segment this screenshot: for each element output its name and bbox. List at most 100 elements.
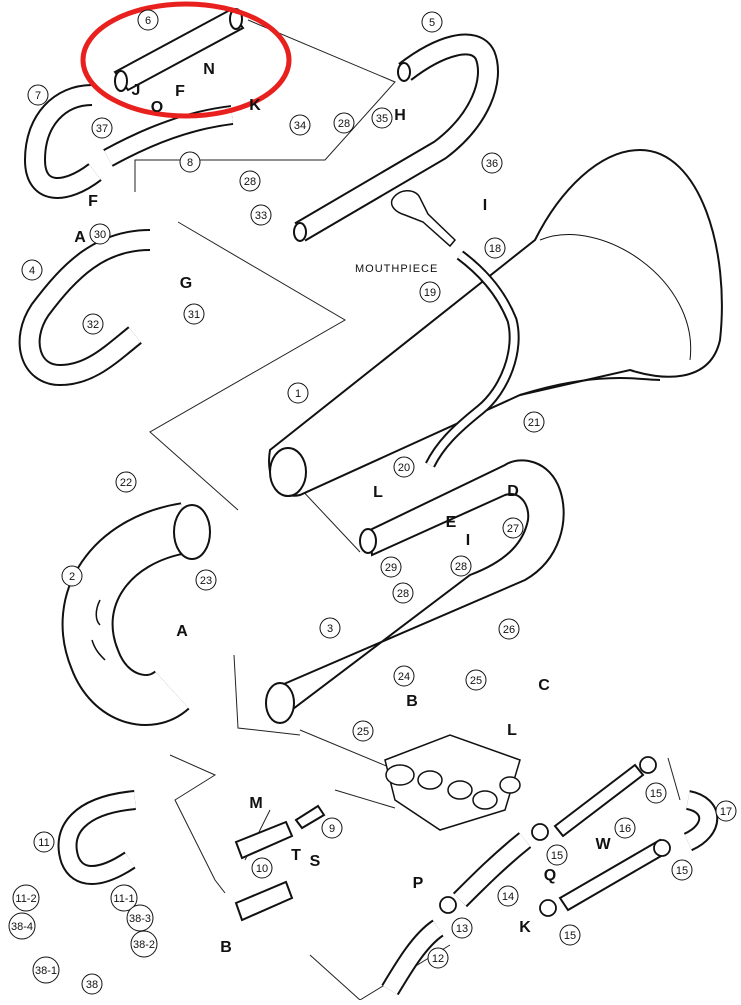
- part-number-36: 36: [481, 152, 503, 174]
- letter-label-L: L: [373, 484, 383, 501]
- part-number-15: 15: [671, 859, 693, 881]
- callout-circle: [110, 884, 138, 912]
- letter-label-Q: Q: [544, 867, 556, 884]
- letter-label-F: F: [88, 193, 98, 210]
- letter-label-L: L: [507, 722, 517, 739]
- callout-circle: [130, 930, 158, 958]
- letter-label-E: E: [446, 514, 457, 531]
- part-number-38-1: 38-1: [32, 956, 60, 984]
- part-number-text: 28: [455, 561, 467, 573]
- part-number-text: 26: [503, 624, 515, 636]
- part-number-28: 28: [450, 555, 472, 577]
- letter-label-S: S: [310, 853, 321, 870]
- part-number-text: 3: [327, 623, 333, 635]
- callout-circle: [333, 112, 355, 134]
- part-number-text: 36: [486, 158, 498, 170]
- callout-circle: [21, 259, 43, 281]
- letter-label-G: G: [180, 275, 192, 292]
- part-number-8: 8: [179, 151, 201, 173]
- callout-circle: [137, 9, 159, 31]
- letter-label-B: B: [406, 693, 418, 710]
- part-number-text: 17: [720, 806, 732, 818]
- part-number-10: 10: [251, 857, 273, 879]
- callout-circle: [12, 884, 40, 912]
- letter-label-K: K: [249, 97, 261, 114]
- callout-circle: [195, 569, 217, 591]
- callout-circle: [89, 223, 111, 245]
- letter-label-J: J: [132, 82, 141, 99]
- part-number-text: 6: [145, 15, 151, 27]
- callout-circle: [250, 204, 272, 226]
- part-number-text: 19: [424, 287, 436, 299]
- part-number-37: 37: [91, 117, 113, 139]
- part-number-38: 38: [81, 973, 103, 995]
- part-number-text: 4: [29, 265, 35, 277]
- part-number-text: 28: [338, 118, 350, 130]
- part-number-text: 24: [398, 671, 410, 683]
- callout-circle: [546, 844, 568, 866]
- letter-label-T: T: [291, 847, 301, 864]
- part-number-38-4: 38-4: [8, 912, 36, 940]
- callout-circle: [371, 107, 393, 129]
- part-8-tube: [103, 105, 234, 167]
- part-callouts: 123456789101111-111-21213141516171819202…: [8, 9, 737, 995]
- part-number-text: 21: [528, 417, 540, 429]
- callout-circle: [27, 84, 49, 106]
- part-number-text: 22: [120, 477, 132, 489]
- part-number-25: 25: [465, 669, 487, 691]
- part-number-29: 29: [380, 556, 402, 578]
- part-number-text: 38-1: [35, 965, 57, 977]
- letter-label-H: H: [394, 107, 406, 124]
- letter-label-P: P: [413, 875, 424, 892]
- part-number-text: 11: [38, 837, 49, 849]
- callout-circle: [498, 618, 520, 640]
- callout-circle: [393, 665, 415, 687]
- part-4-u-tube: [18, 229, 151, 387]
- letter-label-I: I: [483, 197, 487, 214]
- part-number-28: 28: [333, 112, 355, 134]
- callout-circle: [8, 912, 36, 940]
- part-number-23: 23: [195, 569, 217, 591]
- part-number-20: 20: [393, 456, 415, 478]
- part-number-13: 13: [451, 917, 473, 939]
- part-number-2: 2: [61, 565, 83, 587]
- part-number-text: 38: [86, 979, 98, 991]
- part-number-text: 15: [650, 788, 662, 800]
- part-number-text: 30: [94, 229, 106, 241]
- part-number-text: 15: [551, 850, 563, 862]
- callout-circle: [115, 471, 137, 493]
- part-number-9: 9: [321, 817, 343, 839]
- letter-label-I: I: [466, 532, 470, 549]
- part-number-text: 14: [502, 891, 514, 903]
- part-number-text: 29: [385, 562, 397, 574]
- part-number-text: 28: [244, 176, 256, 188]
- part-number-3: 3: [319, 617, 341, 639]
- part-number-15: 15: [546, 844, 568, 866]
- part-number-text: 25: [470, 675, 482, 687]
- part-7-tube: [23, 84, 102, 199]
- part-number-text: 38-2: [133, 939, 155, 951]
- part-number-15: 15: [645, 782, 667, 804]
- callout-circle: [523, 411, 545, 433]
- callout-circle: [239, 170, 261, 192]
- callout-circle: [715, 800, 737, 822]
- letter-label-A: A: [74, 229, 86, 246]
- letter-label-A: A: [176, 623, 188, 640]
- part-number-33: 33: [250, 204, 272, 226]
- callout-circle: [393, 456, 415, 478]
- callout-circle: [671, 859, 693, 881]
- part-3-tube: [265, 459, 565, 724]
- callout-circle: [559, 924, 581, 946]
- callout-circle: [251, 857, 273, 879]
- part-number-34: 34: [289, 114, 311, 136]
- part-number-text: 2: [69, 571, 75, 583]
- part-number-25: 25: [352, 720, 374, 742]
- part-number-7: 7: [27, 84, 49, 106]
- callout-circle: [32, 956, 60, 984]
- part-number-text: 11-2: [15, 893, 36, 905]
- valve-cluster: [384, 734, 521, 831]
- letter-label-B: B: [220, 939, 232, 956]
- letter-label-M: M: [249, 795, 262, 812]
